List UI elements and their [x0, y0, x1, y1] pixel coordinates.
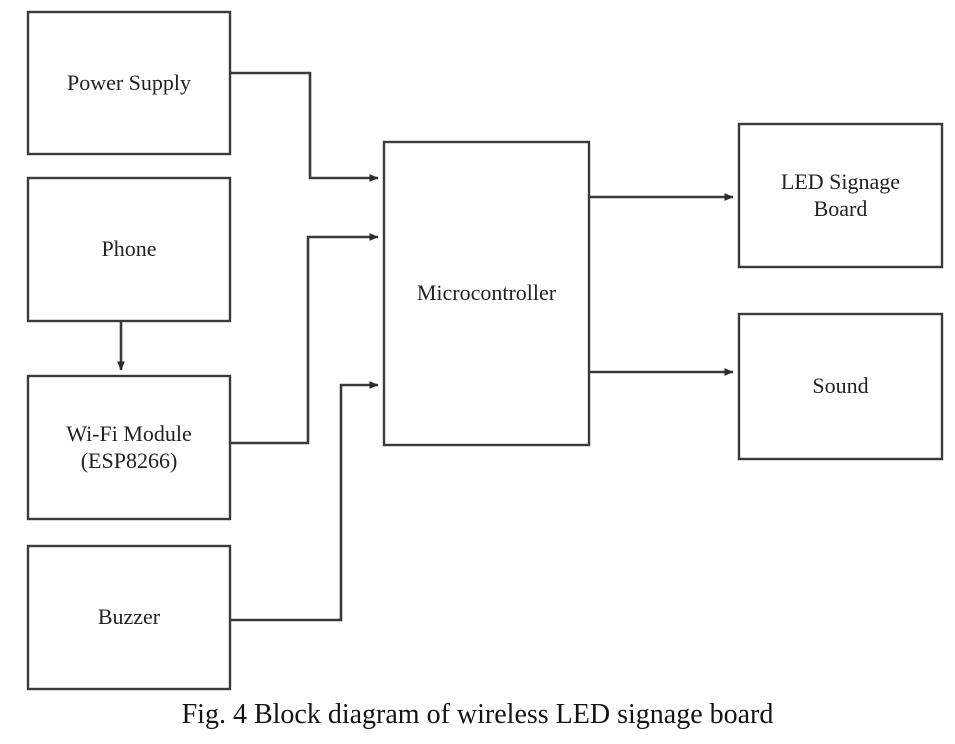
- block-phone[interactable]: [26, 176, 232, 323]
- block-sound[interactable]: [737, 312, 944, 461]
- connector-buzzer-to-microcontroller: [231, 381, 379, 622]
- connections-layer: [117, 71, 734, 622]
- connector-power-supply-to-microcontroller: [231, 71, 379, 182]
- figure-caption: Fig. 4 Block diagram of wireless LED sig…: [181, 699, 774, 730]
- block-wifi-module[interactable]: [26, 374, 232, 521]
- block-microcontroller[interactable]: [382, 140, 591, 447]
- block-power-supply[interactable]: [26, 10, 232, 156]
- block-buzzer[interactable]: [26, 544, 232, 691]
- blocks-layer: [26, 10, 944, 691]
- connector-wifi-module-to-microcontroller: [231, 233, 379, 445]
- block-led-signage-board[interactable]: [737, 122, 944, 269]
